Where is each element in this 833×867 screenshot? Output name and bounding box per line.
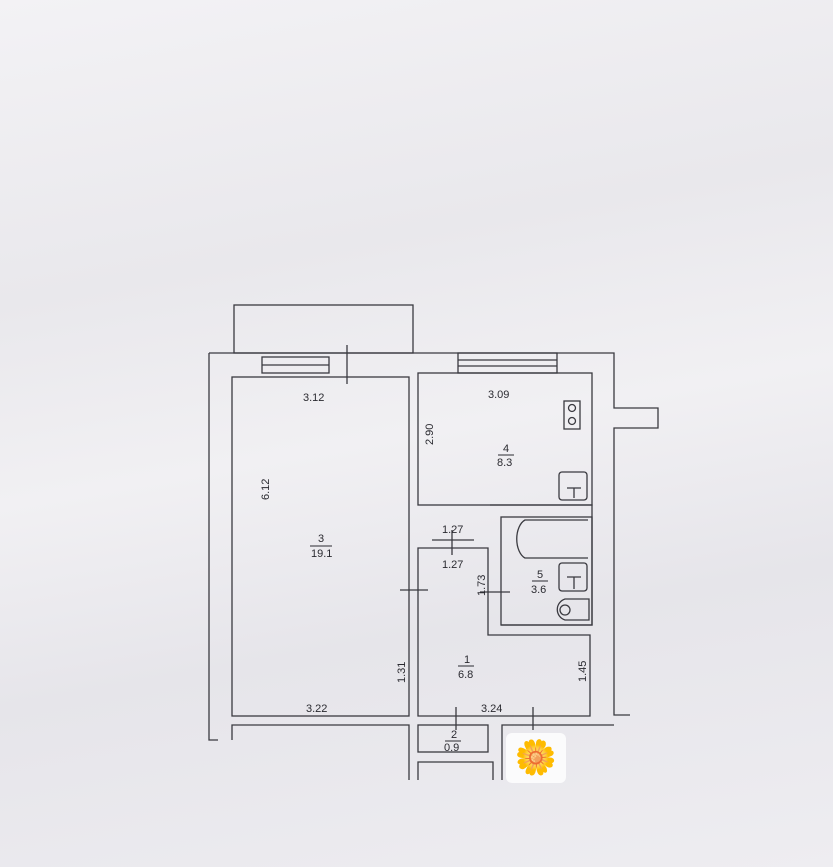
svg-text:19.1: 19.1 bbox=[311, 548, 332, 560]
svg-text:6.8: 6.8 bbox=[458, 669, 473, 681]
dim-room3-door-side: 1.31 bbox=[396, 662, 408, 683]
bath-wall bbox=[490, 504, 593, 626]
room-1-outline bbox=[417, 547, 591, 717]
svg-text:4: 4 bbox=[503, 443, 509, 455]
room-5-label: 5 3.6 bbox=[531, 569, 548, 596]
room-3-label: 3 19.1 bbox=[310, 533, 332, 560]
labels: 3.12 6.12 3.22 1.31 3.09 2.90 1.27 1.27 … bbox=[260, 389, 589, 754]
dim-hall-bottom: 3.24 bbox=[481, 703, 502, 715]
dim-room3-side: 6.12 bbox=[260, 479, 272, 500]
svg-text:8.3: 8.3 bbox=[497, 457, 512, 469]
dim-kitchen-door: 1.27 bbox=[442, 524, 463, 536]
svg-text:0.9: 0.9 bbox=[444, 742, 459, 754]
dim-kitchen-top: 3.09 bbox=[488, 389, 509, 401]
dim-kitchen-side: 2.90 bbox=[424, 424, 436, 445]
dim-room3-top: 3.12 bbox=[303, 392, 324, 404]
bathtub-icon bbox=[516, 519, 588, 559]
dim-hall-right: 1.45 bbox=[577, 661, 589, 682]
sunflower-icon: 🌼 bbox=[506, 733, 566, 783]
toilet-icon bbox=[556, 598, 590, 621]
fixtures bbox=[516, 400, 590, 621]
dim-hall-top: 1.27 bbox=[442, 559, 463, 571]
outer-wall-left-bottom bbox=[208, 353, 614, 780]
svg-text:2: 2 bbox=[451, 729, 457, 741]
room-2-outline bbox=[417, 724, 489, 753]
svg-text:1: 1 bbox=[464, 654, 470, 666]
dim-hall-bath-side: 1.73 bbox=[476, 575, 488, 596]
dim-room3-bottom: 3.22 bbox=[306, 703, 327, 715]
washbasin-icon bbox=[558, 562, 588, 592]
room-2-label: 2 0.9 bbox=[444, 729, 461, 754]
balcony bbox=[233, 304, 414, 354]
room-4-label: 4 8.3 bbox=[497, 443, 514, 469]
sink-icon bbox=[558, 471, 588, 501]
stove-icon bbox=[563, 400, 581, 430]
room-5-outline bbox=[500, 516, 593, 626]
room-1-label: 1 6.8 bbox=[458, 654, 474, 681]
svg-text:3.6: 3.6 bbox=[531, 584, 546, 596]
outer-wall-top-right bbox=[209, 352, 659, 716]
window-kitchen bbox=[457, 352, 558, 374]
svg-text:5: 5 bbox=[537, 569, 543, 581]
svg-text:3: 3 bbox=[318, 533, 324, 545]
walls bbox=[208, 304, 659, 780]
room-3-outline bbox=[231, 376, 410, 717]
